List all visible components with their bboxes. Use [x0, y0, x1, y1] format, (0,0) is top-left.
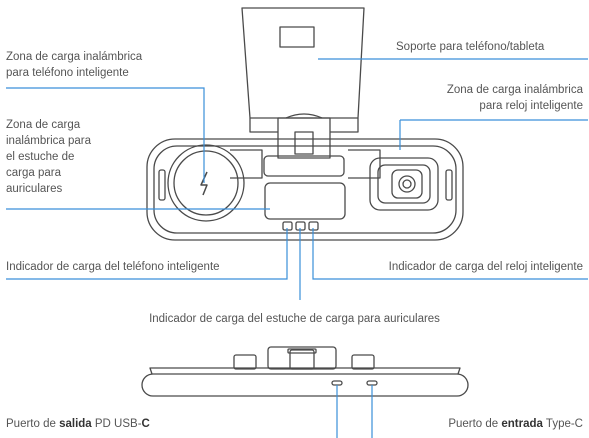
label-watch-zone-line-2: para reloj inteligente [479, 100, 583, 112]
label-output-port-prefix: Puerto de [6, 418, 60, 430]
label-output-port-suffix: PD USB- [91, 418, 142, 430]
label-input-port-prefix: Puerto de [448, 418, 502, 430]
base-illustration [146, 138, 464, 241]
label-phone-zone-line-2: para teléfono inteligente [6, 67, 129, 79]
callout-line-watch-zone [399, 119, 588, 150]
label-input-port-bold: entrada [501, 418, 543, 430]
label-phone-zone-line-1: Zona de carga inalámbrica [6, 51, 143, 63]
label-earbuds-indicator: Indicador de carga del estuche de carga … [149, 313, 440, 325]
label-input-port-suffix: Type-C [542, 418, 583, 430]
label-output-port-bold: salida [59, 418, 92, 430]
label-watch-zone-line-1: Zona de carga inalámbrica [446, 84, 583, 96]
label-earbuds-zone-line-4: carga para [6, 167, 61, 179]
label-earbuds-zone-line-1: Zona de carga [6, 119, 81, 131]
label-phone-zone: Zona de carga inalámbrica para teléfono … [6, 49, 142, 81]
label-earbuds-zone-line-5: auriculares [6, 183, 63, 195]
label-output-port: Puerto de salida PD USB-C [6, 416, 150, 432]
label-phone-indicator: Indicador de carga del teléfono intelige… [6, 261, 220, 273]
label-earbuds-zone-line-3: el estuche de [6, 151, 75, 163]
front-view-illustration [141, 346, 469, 397]
watch-charging-pad [369, 157, 439, 211]
label-earbuds-zone-line-2: inalámbrica para [6, 135, 92, 147]
label-watch-zone: Zona de carga inalámbrica para reloj int… [447, 82, 583, 114]
label-earbuds-zone: Zona de carga inalámbrica para el estuch… [6, 117, 91, 197]
label-output-port-bold-c: C [141, 418, 150, 430]
callout-line-phone-zone [6, 87, 205, 183]
phone-charging-pad [167, 144, 245, 222]
stand-illustration [241, 7, 365, 159]
callout-line-phone-indicator [6, 228, 288, 280]
label-stand: Soporte para teléfono/tableta [396, 41, 545, 53]
label-input-port: Puerto de entrada Type-C [448, 416, 583, 432]
label-watch-indicator: Indicador de carga del reloj inteligente [388, 261, 583, 273]
callout-line-watch-indicator [312, 228, 588, 280]
